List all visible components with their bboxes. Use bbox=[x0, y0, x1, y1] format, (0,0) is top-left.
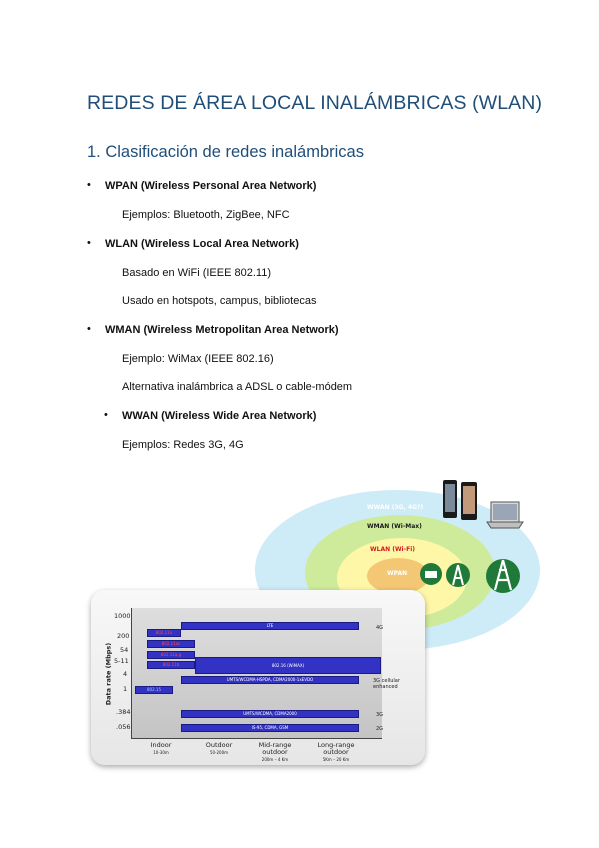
cell-tower-icon bbox=[486, 559, 520, 593]
bullet-icon: • bbox=[87, 237, 91, 249]
y-tick: 200 bbox=[117, 632, 130, 640]
bar-80211b: 802.11b bbox=[147, 661, 195, 669]
list-item-detail: Ejemplos: Redes 3G, 4G bbox=[122, 439, 244, 451]
y-tick: 4 bbox=[123, 670, 128, 678]
network-classification-figure: WWAN (3G, 4G?) WMAN (Wi-Max) WLAN (Wi-Fi… bbox=[85, 470, 545, 780]
y-tick: .056 bbox=[116, 723, 131, 731]
wpan-label: WPAN bbox=[387, 570, 408, 577]
bar-gsm: IS-95, CDMA, GSM bbox=[181, 724, 359, 732]
list-item-detail: Usado en hotspots, campus, bibliotecas bbox=[122, 295, 317, 307]
list-item-label: WMAN (Wireless Metropolitan Area Network… bbox=[105, 324, 339, 336]
list-item-label: WWAN (Wireless Wide Area Network) bbox=[122, 410, 317, 422]
list-item-label: WPAN (Wireless Personal Area Network) bbox=[105, 180, 317, 192]
y-tick: 5-11 bbox=[114, 657, 129, 665]
bar-80215: 802.15 bbox=[135, 686, 173, 694]
right-label: 3G cellular enhanced bbox=[373, 678, 400, 690]
section-heading: 1. Clasificación de redes inalámbricas bbox=[87, 143, 364, 161]
bar-80211n: 802.11n bbox=[147, 629, 181, 637]
bullet-icon: • bbox=[87, 179, 91, 191]
data-rate-chart: Data rate (Mbps) 1000 200 54 5-11 4 1 .3… bbox=[91, 590, 425, 765]
bar-80211ac: 802.11ac bbox=[147, 640, 195, 648]
list-item-label: WLAN (Wireless Local Area Network) bbox=[105, 238, 299, 250]
bar-lte: LTE bbox=[181, 622, 359, 630]
wwan-label: WWAN (3G, 4G?) bbox=[367, 504, 424, 511]
bar-80211ag: 802.11a,g bbox=[147, 651, 195, 659]
list-item-detail: Ejemplo: WiMax (IEEE 802.16) bbox=[122, 353, 274, 365]
bar-wimax: 802.16 (WiMAX) bbox=[195, 657, 381, 674]
y-tick: 1000 bbox=[114, 612, 131, 620]
y-tick: .384 bbox=[116, 708, 131, 716]
smartphone-icon bbox=[443, 480, 477, 520]
list-item-detail: Ejemplos: Bluetooth, ZigBee, NFC bbox=[122, 209, 290, 221]
wlan-label: WLAN (Wi-Fi) bbox=[370, 546, 415, 553]
wifi-tower-icon bbox=[446, 563, 470, 587]
list-item-detail: Basado en WiFi (IEEE 802.11) bbox=[122, 267, 271, 279]
bullet-icon: • bbox=[104, 409, 108, 421]
wman-label: WMAN (Wi-Max) bbox=[367, 523, 422, 530]
wpan-ellipse bbox=[367, 558, 429, 594]
page-title: REDES DE ÁREA LOCAL INALÁMBRICAS (WLAN) bbox=[87, 92, 543, 114]
right-label: 4G bbox=[376, 625, 384, 631]
right-label: 2G bbox=[376, 726, 384, 732]
chart-ylabel: Data rate (Mbps) bbox=[104, 642, 113, 706]
list-item-detail: Alternativa inalámbrica a ADSL o cable-m… bbox=[122, 381, 353, 393]
laptop-icon bbox=[486, 501, 524, 529]
y-tick: 1 bbox=[123, 685, 128, 693]
access-point-icon bbox=[420, 563, 442, 585]
right-label: 3G bbox=[376, 712, 384, 718]
bar-hspa: UMTS/WCDMA-HSPDA, CDMA2000-1xEVDO bbox=[181, 676, 359, 684]
bullet-icon: • bbox=[87, 323, 91, 335]
bar-umts: UMTS/WCDMA, CDMA2000 bbox=[181, 710, 359, 718]
y-tick: 54 bbox=[120, 646, 129, 654]
